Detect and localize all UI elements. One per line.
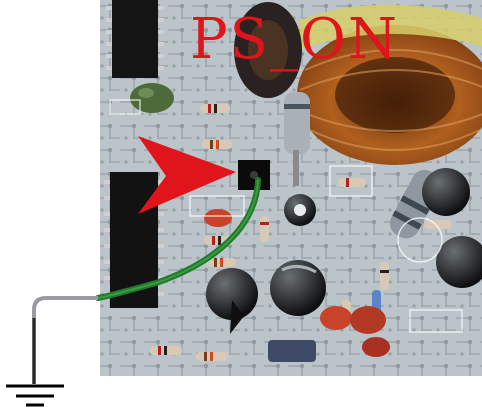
toroid-coil: [297, 4, 482, 165]
pointer-arrow-icon: [138, 136, 236, 214]
ic-chip-top: [112, 0, 158, 78]
power-resistor-vertical: [284, 92, 310, 154]
gray-wire: [32, 296, 98, 384]
red-capacitor: [204, 209, 232, 227]
small-resistors: [150, 104, 452, 361]
ps-on-label: PS_ON: [190, 7, 399, 72]
ground-symbol-icon: [6, 384, 64, 407]
green-capacitor: [130, 83, 174, 113]
transistor-bottom: [268, 340, 316, 362]
